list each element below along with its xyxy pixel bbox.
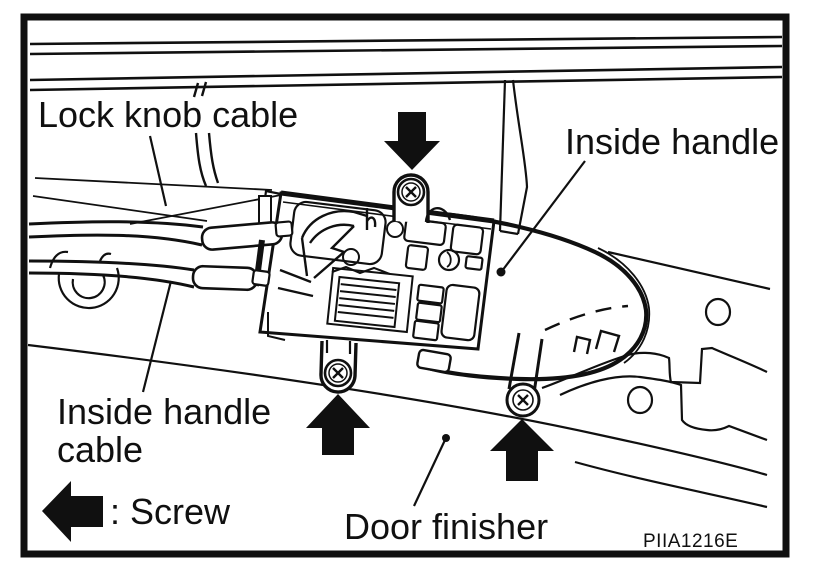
label-inside-handle-cable-line2: cable — [57, 429, 143, 470]
handle-return-spring — [326, 265, 414, 334]
screw-top — [392, 173, 452, 223]
screw-bottom-right — [505, 332, 544, 418]
leader-lines — [141, 135, 586, 507]
solid-left-arrow-icon — [42, 481, 103, 542]
plate-dome-detail — [424, 207, 452, 223]
inside-handle-bezel — [427, 210, 651, 382]
leader-inside-handle — [501, 160, 586, 272]
plate-foot-tab — [416, 348, 452, 374]
solid-arrow-icon-up — [490, 419, 554, 481]
bezel-clip-tab — [572, 335, 592, 355]
screw-arrows — [306, 112, 554, 481]
phillips-screw-icon — [323, 358, 353, 388]
armrest-pocket-contour — [541, 250, 771, 442]
door-finisher-contour — [27, 343, 768, 509]
figure-code: PIIA1216E — [643, 531, 738, 552]
label-lock-knob-cable: Lock knob cable — [38, 94, 298, 135]
label-inside-handle-cable-line1: Inside handle — [57, 391, 271, 432]
door-pillar-edge — [498, 79, 529, 236]
panel-grommet-hole — [48, 250, 120, 310]
leader-inside-handle-cable — [141, 280, 173, 393]
phillips-screw-icon — [505, 382, 541, 418]
inside-handle-cable — [28, 259, 271, 292]
label-door-finisher: Door finisher — [344, 506, 548, 547]
plate-lower-bracket — [267, 312, 286, 341]
leader-door-finisher — [413, 439, 446, 507]
handle-lever — [277, 208, 377, 298]
lock-knob-cable-upper-run — [192, 81, 220, 187]
plate-pivot-hole — [437, 248, 461, 272]
lock-knob-cable — [28, 195, 294, 251]
solid-arrow-icon-down — [384, 112, 440, 170]
handle-recess-dashed-arc — [544, 304, 629, 332]
cable-end-fitting — [191, 264, 259, 292]
plate-rib-details — [403, 218, 485, 342]
panel-hole — [626, 385, 654, 415]
door-trim-lines — [29, 35, 783, 92]
cable-nipple — [274, 220, 294, 238]
label-inside-handle: Inside handle — [565, 121, 779, 162]
leader-dot — [496, 267, 506, 277]
cable-nipple — [251, 269, 271, 287]
solid-arrow-icon-up — [306, 394, 370, 455]
label-screw-legend: : Screw — [110, 491, 231, 532]
panel-hole — [704, 297, 732, 327]
leader-dot — [442, 434, 450, 442]
panel-crease-lines — [32, 177, 282, 225]
bezel-clip-tab — [594, 329, 621, 353]
phillips-screw-icon — [396, 177, 426, 207]
cables — [28, 81, 294, 292]
plate-hole — [342, 248, 360, 266]
leader-lock-knob-cable — [148, 135, 168, 207]
screw-bottom-left — [319, 340, 358, 394]
